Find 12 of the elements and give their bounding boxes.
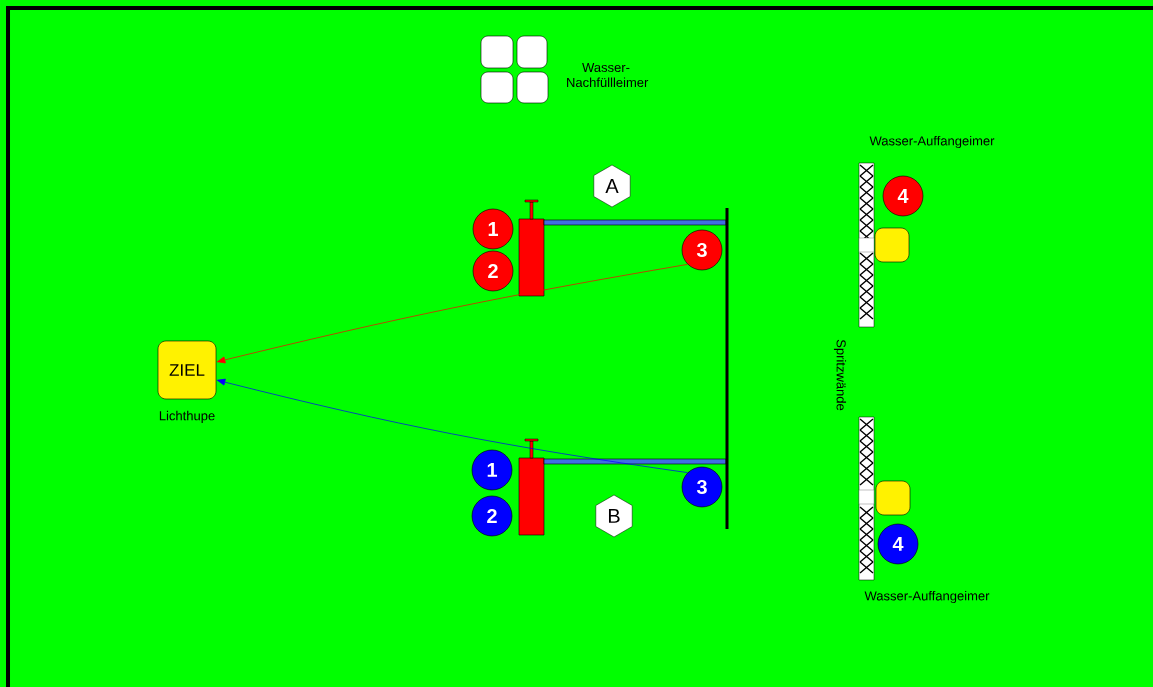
arrow [216, 264, 688, 364]
bucket-label: Wasser-Auffangeimer [869, 135, 995, 149]
target-box [874, 227, 910, 263]
bucket-label: Wasser-Nachfüllleimer [567, 62, 649, 88]
arrow [216, 378, 688, 473]
team-hexagon: A [593, 164, 631, 208]
team-hexagon: B [595, 494, 633, 538]
target-box [875, 480, 911, 516]
wall-label: Spritzwände [833, 339, 847, 411]
node-caption: Lichthupe [159, 410, 215, 423]
goal-box: ZIEL [157, 340, 217, 400]
bucket-label: Wasser-Auffangeimer [864, 590, 990, 604]
